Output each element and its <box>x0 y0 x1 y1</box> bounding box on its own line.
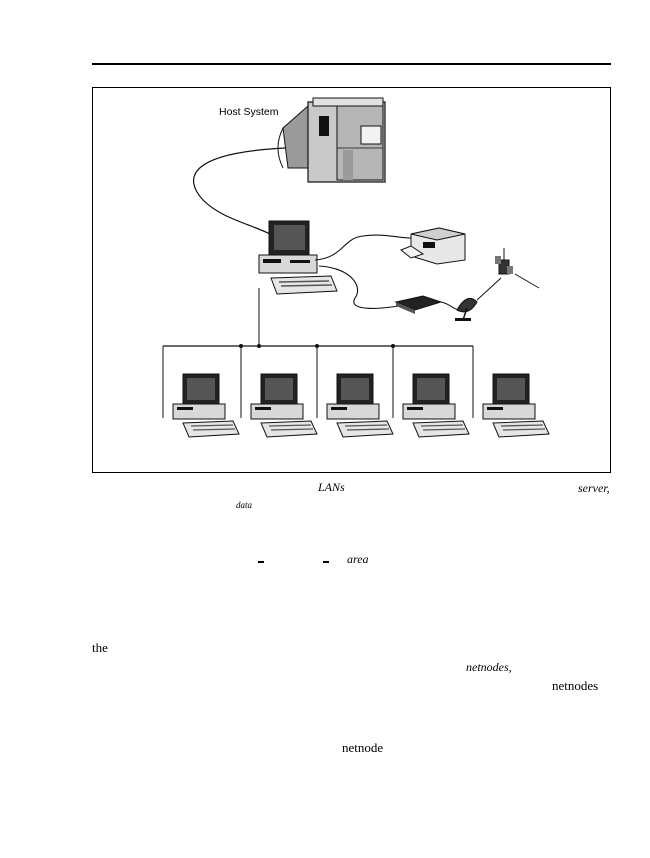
text-fragment-server: server, <box>578 481 610 495</box>
header-rule <box>92 63 611 65</box>
network-figure: Host System <box>92 87 611 473</box>
network-diagram <box>162 97 550 438</box>
text-fragment-netnode: netnode <box>342 740 384 755</box>
text-fragment-netnodes-italic: netnodes, <box>466 660 512 674</box>
text-fragment-lans: LANs <box>318 480 345 494</box>
workstation-icon <box>172 373 240 438</box>
host-system-label: Host System <box>219 106 279 118</box>
dash-mark <box>323 561 329 563</box>
workstation-icon <box>326 373 394 438</box>
workstation-icon <box>250 373 318 438</box>
dash-mark <box>258 561 264 563</box>
text-fragment-the: the <box>92 640 108 655</box>
modem-icon <box>394 295 443 314</box>
text-fragment-data: data <box>236 500 253 510</box>
text-fragment-area: area <box>347 552 369 566</box>
server-computer-icon <box>258 220 338 295</box>
text-fragment-netnodes: netnodes <box>552 678 599 693</box>
printer-icon <box>400 227 466 265</box>
satellite-dish-icon <box>455 297 478 321</box>
workstation-icon <box>402 373 470 438</box>
satellite-icon <box>495 248 513 275</box>
workstation-icon <box>482 373 550 438</box>
host-mainframe-icon <box>277 97 386 183</box>
